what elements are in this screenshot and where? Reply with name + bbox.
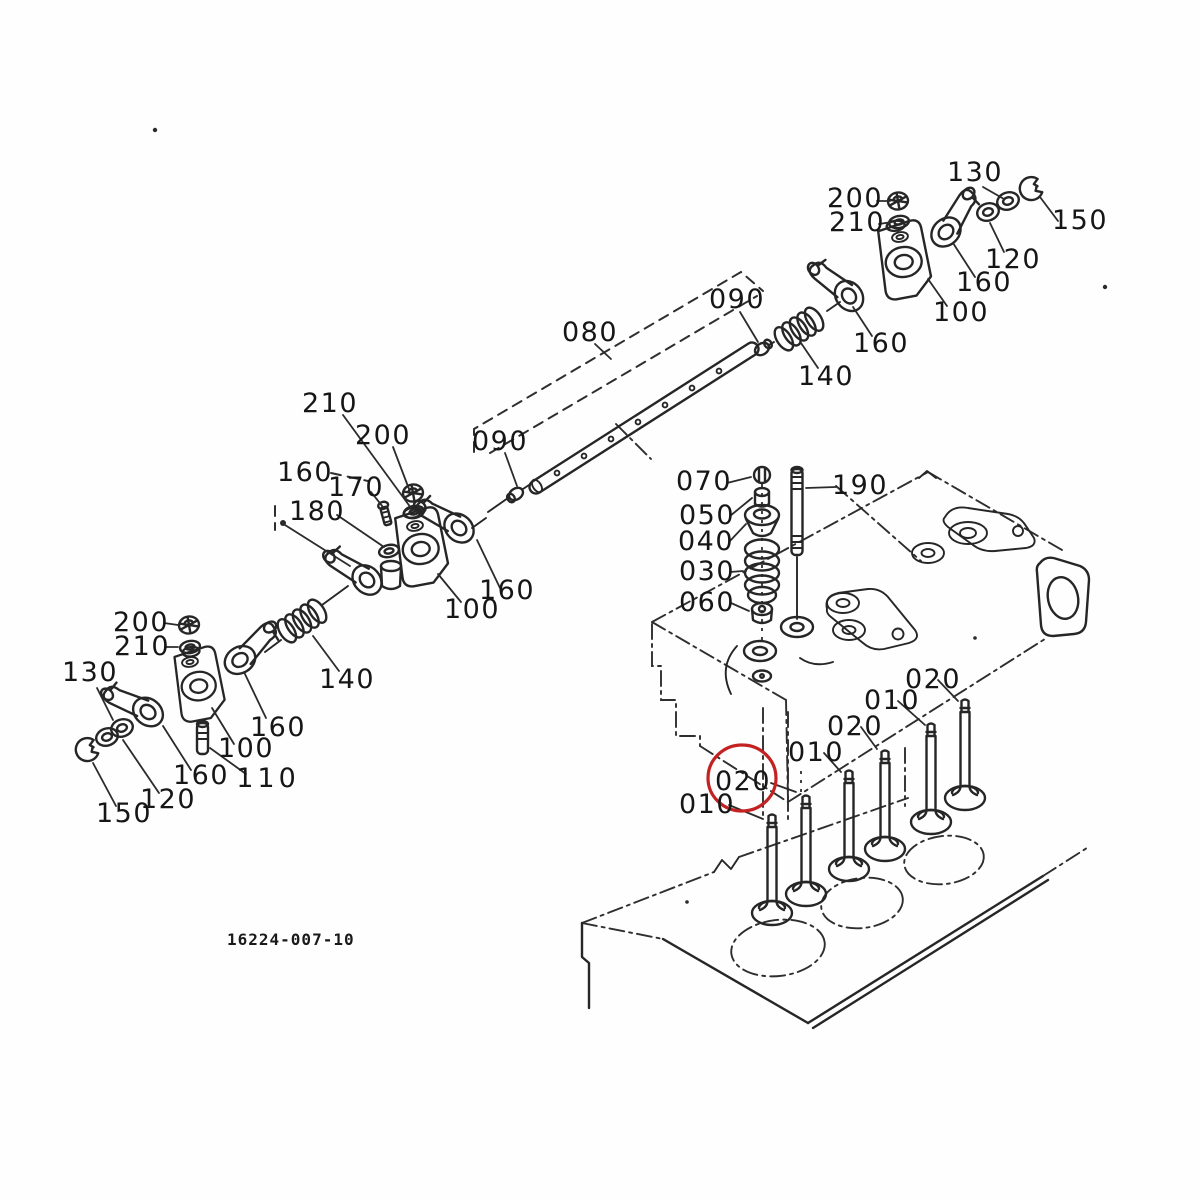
callout-020-v6: 020: [905, 664, 961, 695]
valve-cap-mid: [379, 559, 403, 591]
left-rocker-assembly: [72, 585, 349, 765]
spring-retainer-040: [743, 503, 781, 538]
valve-1: [750, 813, 794, 927]
callout-140-right: 140: [798, 361, 854, 392]
callout-120-left: 120: [140, 784, 196, 815]
rocker-shaft-080: [473, 270, 775, 513]
callout-160-right-arm1: 160: [853, 328, 909, 359]
valve-6: [943, 698, 987, 812]
callout-120-right: 120: [985, 244, 1041, 275]
callout-200-mid: 200: [355, 420, 411, 451]
stem-seal-060: [750, 601, 774, 625]
callout-080: 080: [562, 317, 618, 348]
valve-keeper-070: [752, 465, 772, 485]
spring-140-right: [769, 303, 829, 355]
head-bottom-face-plate: [580, 797, 1091, 1030]
callout-050: 050: [679, 500, 735, 531]
callout-140-left: 140: [319, 664, 375, 695]
callout-210-mid: 210: [302, 388, 358, 419]
callout-030: 030: [679, 556, 735, 587]
callout-210-left: 210: [114, 631, 170, 662]
callout-160-mid-arm2: 160: [479, 575, 535, 606]
drawing-number: 16224-007-10: [227, 930, 355, 949]
callout-160-left-arm1: 160: [173, 760, 229, 791]
bracket-100-left: [171, 642, 229, 725]
callout-180: 180: [289, 496, 345, 527]
cylinder-bore-2: [820, 876, 904, 930]
callout-160-mid-arm1: 160: [277, 457, 333, 488]
callout-010-v3: 010: [788, 737, 844, 768]
valve-kit-column: [743, 465, 781, 645]
shaft-oil-holes: [553, 367, 723, 477]
callout-110: 110: [236, 763, 300, 794]
washer-small-right: [890, 229, 910, 245]
callout-020-v2-circled: 020: [715, 766, 771, 797]
callout-020-v4: 020: [827, 711, 883, 742]
callout-200-left: 200: [113, 607, 169, 638]
callout-070: 070: [676, 466, 732, 497]
callout-100-mid: 100: [444, 594, 500, 625]
washer-small-left: [180, 654, 200, 670]
callout-170: 170: [328, 472, 384, 503]
valve-collet-050: [753, 486, 771, 508]
cylinder-bore-3: [903, 834, 985, 886]
valve-3: [827, 769, 871, 883]
callout-130-right: 130: [947, 157, 1003, 188]
part-callouts: 200 210 130 150 120 160 100 160 140 090 …: [62, 157, 1108, 829]
callout-150-left: 150: [96, 798, 152, 829]
callout-100-left: 100: [218, 733, 274, 764]
clip-150-right: [1016, 173, 1045, 204]
callout-200-right: 200: [827, 183, 883, 214]
callout-190: 190: [832, 470, 888, 501]
callout-160-left-arm2: 160: [250, 712, 306, 743]
callout-040: 040: [678, 526, 734, 557]
scan-specks: [152, 127, 1108, 904]
adjusting-screw-170: [377, 500, 393, 527]
callout-090-upper: 090: [709, 284, 765, 315]
cylinder-bore-1: [730, 918, 826, 978]
shaft-plug-090-lower: [505, 486, 525, 504]
shaft-plug-090-upper: [753, 338, 774, 357]
leader-lines: [92, 186, 1059, 820]
callout-130-left: 130: [62, 657, 118, 688]
callout-150-right: 150: [1052, 205, 1108, 236]
spring-140-left: [272, 595, 332, 647]
rocker-arm-mid-1: [319, 533, 389, 605]
nut-200-left: [176, 613, 202, 637]
callout-090-lower: 090: [472, 426, 528, 457]
stud-190: [790, 465, 804, 620]
callout-210-right: 210: [829, 207, 885, 238]
callout-100-right: 100: [933, 297, 989, 328]
cylinder-head-top-face-details: [724, 506, 1036, 695]
highlight-circle: [706, 743, 778, 813]
callout-010-v5: 010: [864, 685, 920, 716]
callout-160-right-arm2: 160: [956, 267, 1012, 298]
callout-010-v1: 010: [679, 789, 735, 820]
valve-5: [909, 722, 953, 836]
callout-060: 060: [679, 587, 735, 618]
washer-small-mid: [405, 518, 425, 534]
right-rocker-assembly: [769, 173, 1045, 355]
valve-2: [784, 794, 828, 908]
push-rod-110: [195, 719, 210, 756]
